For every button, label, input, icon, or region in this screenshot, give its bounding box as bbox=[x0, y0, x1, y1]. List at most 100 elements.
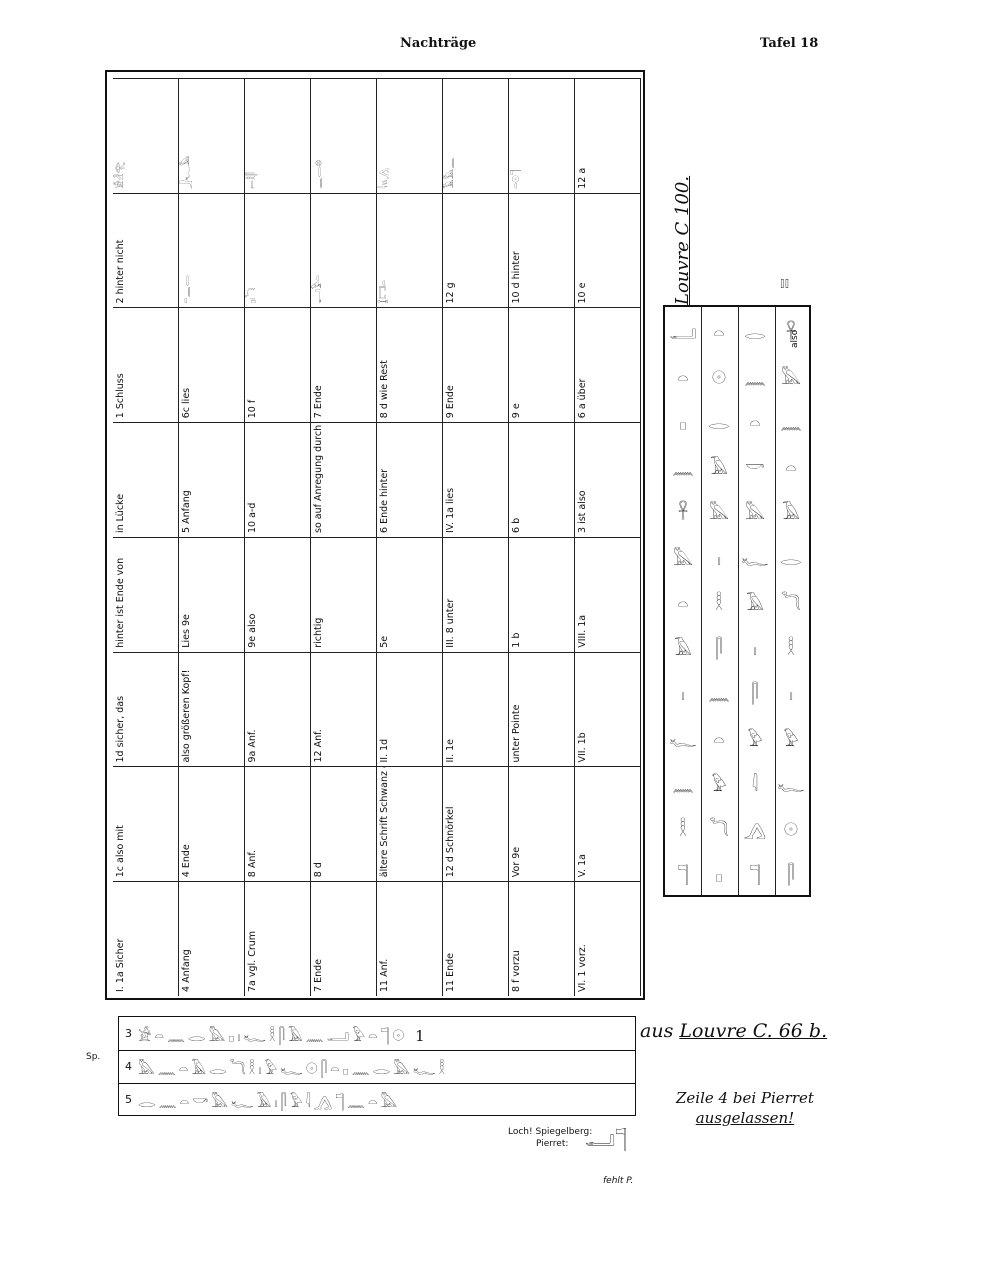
correction-cell: 8 f vorzu bbox=[509, 881, 575, 996]
hieroglyph-sign: 𓏤 bbox=[753, 639, 757, 661]
zeile-note-line2: ausgelassen! bbox=[695, 1109, 795, 1127]
correction-cell: 𓈖𓂋𓊖 bbox=[311, 78, 377, 193]
correction-cell: IV. 1a lies bbox=[443, 422, 509, 537]
correction-cell: Vor 9e bbox=[509, 766, 575, 882]
correction-cell: 4 Anfang bbox=[179, 881, 245, 996]
louvre-c66b-label: aus Louvre C. 66 b. bbox=[640, 1020, 827, 1042]
hieroglyph-sign: 𓋴 bbox=[715, 639, 723, 661]
strip-line-5: 5 𓂋𓈖𓏏𓎡𓅓𓆑𓄿𓏤𓋴𓅱𓇋𓂻𓊹𓈖𓏏𓅓 bbox=[119, 1083, 635, 1116]
correction-cell: VII. 1b bbox=[575, 651, 641, 767]
hieroglyph-sign: 𓊹 bbox=[749, 865, 761, 887]
correction-cell: 12 d Schnörkel bbox=[443, 766, 509, 882]
hieroglyph-sign: 𓎛 bbox=[679, 820, 687, 842]
correction-cell: 1c also mit bbox=[113, 766, 179, 882]
line-glyphs: 𓀀𓏏𓈖𓂋𓅓𓊪𓏤𓆑𓎛𓋴𓄿𓈖𓂝𓅱𓏏𓊹𓇳 1 bbox=[138, 1027, 428, 1045]
hieroglyph-sign: 𓈖 bbox=[780, 413, 802, 435]
correction-cell: Lies 9e bbox=[179, 537, 245, 652]
hieroglyph-sign: 𓅱 bbox=[711, 774, 727, 796]
spiegelberg-line1: Loch! Spiegelberg: bbox=[508, 1127, 593, 1137]
line-number: 3 bbox=[125, 1027, 132, 1040]
hieroglyph-sign: 𓇋 bbox=[751, 774, 759, 796]
correction-cell: II. 1d bbox=[377, 651, 443, 767]
c66-prefix: aus bbox=[640, 1020, 674, 1042]
correction-cell: 10 f bbox=[245, 307, 311, 423]
zeile-note-line1: Zeile 4 bei Pierret bbox=[676, 1089, 814, 1107]
hieroglyph-sign: 𓄿 bbox=[746, 593, 764, 615]
zeile-note: Zeile 4 bei Pierret ausgelassen! bbox=[676, 1088, 814, 1128]
line-glyphs: 𓅓𓈖𓏏𓄿𓂋𓆓𓎛𓏤𓅱𓆑𓇳𓋴𓏏𓊪𓈖𓂋𓅓𓆑𓎛 bbox=[138, 1060, 449, 1078]
hieroglyph-sign: 𓄿 bbox=[710, 458, 728, 480]
hieroglyph-sign: 𓊪 bbox=[679, 413, 687, 435]
correction-cell: 9 e bbox=[509, 307, 575, 423]
hieroglyph-sign: 𓅱 bbox=[783, 729, 799, 751]
hieroglyph-sign: 𓅓 bbox=[672, 548, 694, 570]
hieroglyph-sign: 𓂋 bbox=[780, 548, 802, 570]
correction-cell: 12 a bbox=[575, 78, 641, 193]
correction-cell: 6c lies bbox=[179, 307, 245, 423]
spiegelberg-note: Loch! Spiegelberg: Pierret: bbox=[508, 1126, 592, 1150]
hieroglyph-sign: 𓈖 bbox=[744, 367, 766, 389]
correction-cell: 9e also bbox=[245, 537, 311, 652]
hieroglyph-sign: 𓋹 bbox=[677, 503, 689, 525]
hieroglyph-sign: 𓆓 bbox=[781, 593, 801, 615]
hieroglyph-sign: 𓏏 bbox=[677, 593, 689, 615]
correction-cell: 10 e bbox=[575, 192, 641, 308]
line-number: 4 bbox=[125, 1060, 132, 1073]
hieroglyph-sign: 𓅓 bbox=[744, 503, 766, 525]
correction-cell: 𓄿𓅓𓈖 bbox=[443, 78, 509, 193]
correction-cell: 8 Anf. bbox=[245, 766, 311, 882]
correction-cell: 10 a-d bbox=[245, 422, 311, 537]
correction-cell: 4 Ende bbox=[179, 766, 245, 882]
correction-cell: VIII. 1a bbox=[575, 537, 641, 652]
hieroglyph-sign: 𓅓 bbox=[780, 367, 802, 389]
correction-cell: 6 a über bbox=[575, 307, 641, 423]
hieroglyph-sign: 𓏏 bbox=[713, 729, 725, 751]
correction-cell: 11 Anf. bbox=[377, 881, 443, 996]
hieroglyph-sign: 𓋹 bbox=[785, 322, 797, 344]
hieroglyph-sign: 𓇳 bbox=[711, 367, 727, 389]
hieroglyph-sign: 𓎡 bbox=[745, 458, 765, 480]
strip-line-4: 4 𓅓𓈖𓏏𓄿𓂋𓆓𓎛𓏤𓅱𓆑𓇳𓋴𓏏𓊪𓈖𓂋𓅓𓆑𓎛 bbox=[119, 1050, 635, 1084]
sp-note: Sp. bbox=[86, 1052, 101, 1062]
hieroglyph-sign: 𓎛 bbox=[715, 593, 723, 615]
correction-cell: 1d sicher, das bbox=[113, 651, 179, 767]
correction-cell: 10 d hinter bbox=[509, 192, 575, 308]
line-glyphs: 𓂋𓈖𓏏𓎡𓅓𓆑𓄿𓏤𓋴𓅱𓇋𓂻𓊹𓈖𓏏𓅓 bbox=[138, 1093, 401, 1111]
correction-cell: 𓍿𓎛𓋴 bbox=[245, 78, 311, 193]
correction-cell: 8 d bbox=[311, 766, 377, 882]
hieroglyph-sign: 𓏤 bbox=[681, 684, 685, 706]
hatched-glyph-icon: 𓂝𓊹 bbox=[585, 1127, 627, 1151]
correction-cell: 6 Ende hinter bbox=[377, 422, 443, 537]
correction-cell: unter Pointe bbox=[509, 651, 575, 767]
correction-cell: 1 b bbox=[509, 537, 575, 652]
correction-cell: 5 Anfang bbox=[179, 422, 245, 537]
hieroglyph-sign: 𓈖 bbox=[672, 774, 694, 796]
hieroglyph-sign: 𓏤 bbox=[717, 548, 721, 570]
hieroglyph-sign: 𓏏 bbox=[677, 367, 689, 389]
correction-cell: hinter ist Ende von bbox=[113, 537, 179, 652]
correction-cell: 𓃀𓆑𓅓 bbox=[179, 78, 245, 193]
hieroglyph-sign: 𓎛 bbox=[787, 639, 795, 661]
hieroglyph-sign: 𓋴 bbox=[787, 865, 795, 887]
correction-cell: 1 Schluss bbox=[113, 307, 179, 423]
correction-cell: I. 1a Sicher bbox=[113, 881, 179, 996]
hieroglyph-sign: 𓏏 bbox=[785, 458, 797, 480]
hieroglyph-sign: 𓈖 bbox=[672, 458, 694, 480]
hieroglyph-sign: 𓄿 bbox=[674, 639, 692, 661]
correction-cell: 𓏏𓇳𓊹 bbox=[509, 78, 575, 193]
hieroglyph-sign: 𓏤 bbox=[789, 684, 793, 706]
correction-cell: 11 Ende bbox=[443, 881, 509, 996]
correction-cell: 𓇋𓏭𓂻 bbox=[377, 78, 443, 193]
hieroglyph-sign: 𓆑 bbox=[741, 548, 769, 570]
correction-cell: 5e bbox=[377, 537, 443, 652]
hieroglyph-sign: 𓆑 bbox=[669, 729, 697, 751]
correction-cell: 7a vgl. Crum bbox=[245, 881, 311, 996]
louvre-c66b-strip: 3 𓀀𓏏𓈖𓂋𓅓𓊪𓏤𓆑𓎛𓋴𓄿𓈖𓂝𓅱𓏏𓊹𓇳 1 4 𓅓𓈖𓏏𓄿𓂋𓆓𓎛𓏤𓅱𓆑𓇳𓋴𓏏𓊪𓈖𓂋… bbox=[118, 1016, 636, 1116]
